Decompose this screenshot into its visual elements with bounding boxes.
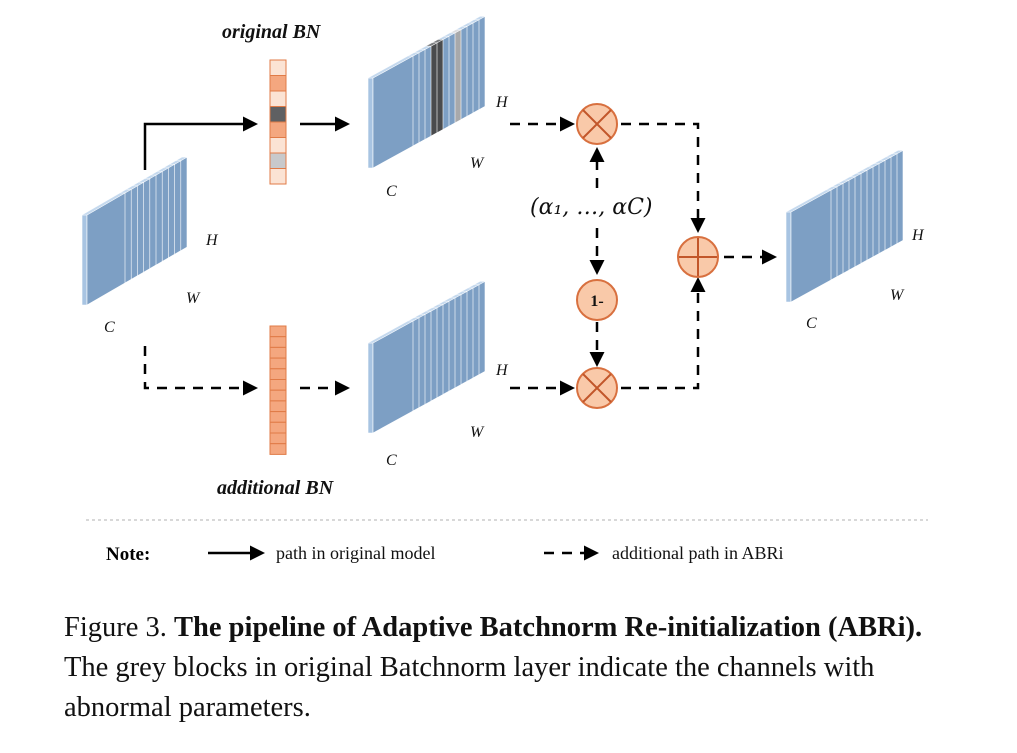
output-feature-map [785,149,904,303]
one-minus-label: 1- [590,293,603,310]
one-minus-operator: 1- [576,279,618,321]
dashed-arrow-top-multiply-to-sum [621,122,706,233]
bottom-w-label: W [470,424,485,441]
bn-channel-cell [269,400,287,413]
output-c-label: C [806,315,817,332]
bottom-h-label: H [495,362,509,379]
dashed-arrow-bottom-multiply-to-sum [621,277,706,390]
bn-channel-cell [269,106,287,123]
input-feature-map [81,156,188,306]
input-w-label: W [186,290,201,307]
bn-channel-cell [269,443,287,455]
top-c-label: C [386,183,397,200]
bn-channel-cell [269,421,287,434]
legend-solid-label: path in original model [276,543,435,563]
bn-channel-cell [269,389,287,402]
additional-bn-vector [269,325,287,455]
additional-bn-label: additional BN [217,477,335,499]
bn-channel-cell [269,168,287,185]
feature-slice [367,320,414,434]
bn-channel-cell [269,325,287,338]
top-h-label: H [495,94,509,111]
top-w-label: W [470,155,485,172]
bn-channel-cell [269,357,287,370]
bn-channel-cell [269,379,287,391]
note-title: Note: [106,544,150,565]
caption-rest: The grey blocks in original Batchnorm la… [64,652,875,723]
bottom-c-label: C [386,452,397,469]
legend-dashed-label: additional path in ABRi [612,543,784,563]
bn-channel-cell [269,432,287,445]
dashed-arrow-to-additional-bn [143,346,258,396]
feature-slice [81,192,126,306]
figure-caption: Figure 3. The pipeline of Adaptive Batch… [64,608,964,728]
bn-channel-cell [269,368,287,380]
bn-channel-cell [269,346,287,359]
input-h-label: H [205,232,219,249]
output-h-label: H [911,227,925,244]
feature-slice [367,55,414,169]
output-w-label: W [890,287,905,304]
pipeline-diagram: H W C original BN H W C additional BN H … [81,15,928,565]
alpha-coefficients: (α₁, …, αC) [530,195,653,220]
bn-channel-cell [269,90,287,107]
bn-channel-cell [269,137,287,154]
bn-channel-cell [269,411,287,423]
solid-arrow-to-original-bn [143,116,258,170]
original-bn-label: original BN [222,21,322,43]
bn-channel-cell [269,152,287,169]
top-multiply-operator [576,103,618,145]
sum-operator [677,236,719,278]
bn-channel-cell [269,75,287,92]
caption-bold-title: The pipeline of Adaptive Batchnorm Re-in… [174,612,923,643]
original-bn-output-feature-map [367,15,486,169]
caption-prefix: Figure 3. [64,612,175,643]
input-c-label: C [104,319,115,336]
original-bn-vector [269,59,287,185]
feature-slice [785,189,832,303]
bn-channel-cell [269,336,287,348]
bottom-multiply-operator [576,367,618,409]
bn-channel-cell [269,59,287,76]
additional-bn-output-feature-map [367,280,486,434]
bn-channel-cell [269,121,287,138]
